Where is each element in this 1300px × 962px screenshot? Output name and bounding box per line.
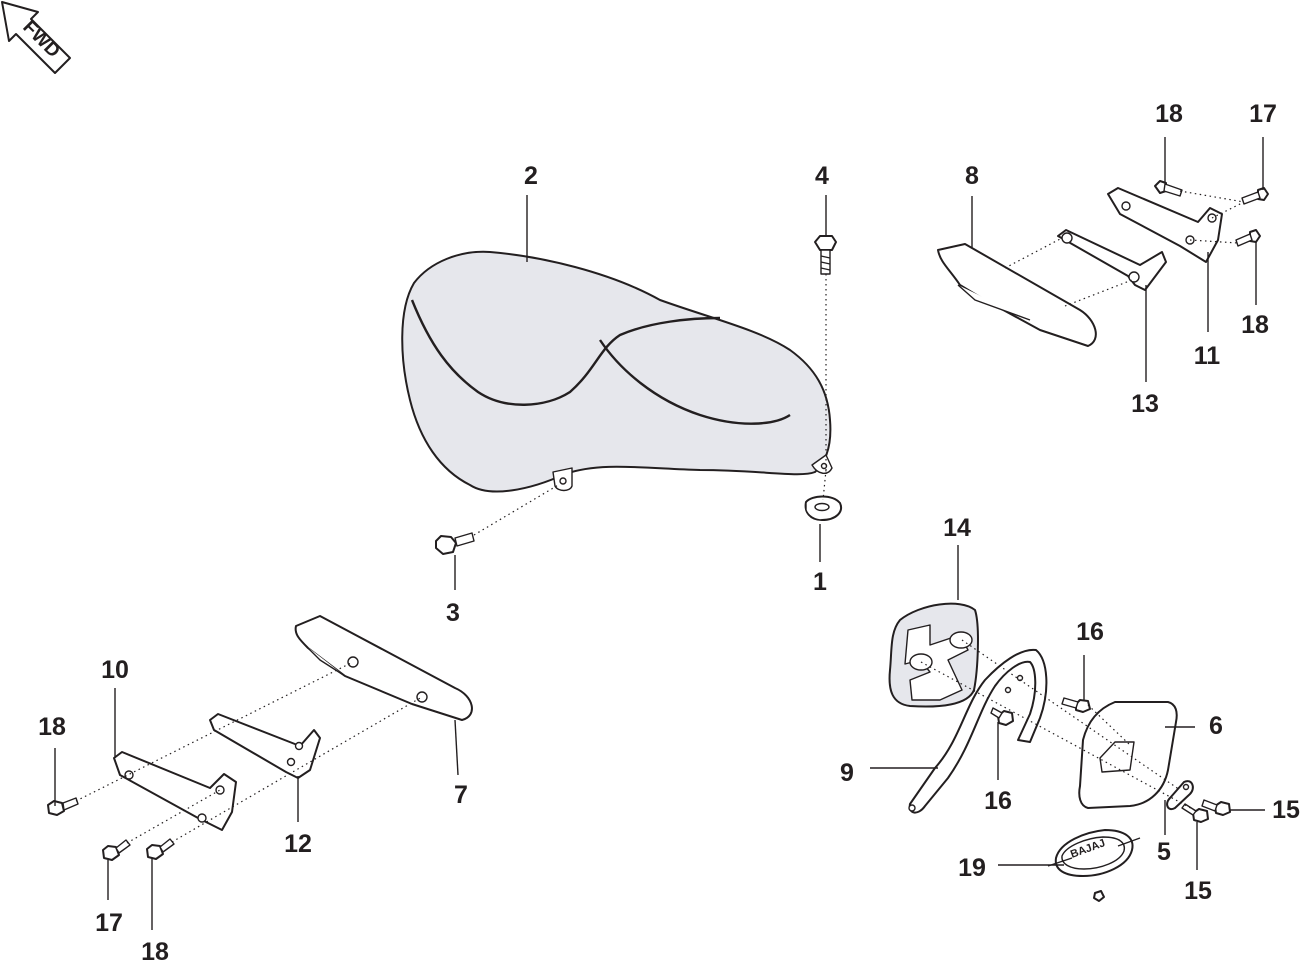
bolt-15-bottom bbox=[1181, 803, 1209, 823]
bolt-4 bbox=[814, 235, 837, 275]
callout-1: 1 bbox=[813, 568, 827, 596]
callout-13: 13 bbox=[1131, 390, 1159, 418]
callout-18-left: 18 bbox=[38, 713, 66, 741]
callout-15-right: 15 bbox=[1272, 796, 1300, 824]
clamp-5 bbox=[1166, 780, 1194, 810]
bolt-3 bbox=[435, 532, 475, 555]
bolt-17-bottom bbox=[102, 839, 131, 861]
backing-plate bbox=[1078, 701, 1178, 809]
callout-15-bottom: 15 bbox=[1184, 877, 1212, 905]
bolt-18-right bbox=[1235, 229, 1261, 247]
callout-17-top: 17 bbox=[1249, 100, 1277, 128]
callout-18-right: 18 bbox=[1241, 311, 1269, 339]
bracket-12 bbox=[209, 713, 321, 779]
bolt-18-top bbox=[1154, 180, 1183, 197]
callout-3: 3 bbox=[446, 599, 460, 627]
callout-14: 14 bbox=[943, 514, 971, 542]
callouts: 1 2 3 4 5 6 7 8 9 10 11 12 13 14 15 15 1… bbox=[38, 100, 1300, 962]
bolt-15-right bbox=[1201, 799, 1231, 816]
callout-6: 6 bbox=[1209, 712, 1223, 740]
callout-8: 8 bbox=[965, 162, 979, 190]
callout-7: 7 bbox=[454, 781, 468, 809]
bolt-16-top bbox=[1061, 697, 1091, 713]
assembly-lines bbox=[75, 190, 1245, 844]
callout-17-bottom: 17 bbox=[95, 909, 123, 937]
bracket-10 bbox=[113, 751, 237, 831]
callout-5: 5 bbox=[1157, 838, 1171, 866]
callout-2: 2 bbox=[524, 162, 538, 190]
callout-11: 11 bbox=[1194, 342, 1221, 370]
callout-18-bottom: 18 bbox=[141, 938, 169, 962]
callout-10: 10 bbox=[101, 656, 129, 684]
bolt-18-left bbox=[47, 797, 79, 816]
backrest-frame bbox=[908, 648, 1048, 814]
bracket-13 bbox=[1057, 229, 1167, 291]
bolt-18-bottom bbox=[146, 838, 175, 860]
leader-lines bbox=[54, 137, 1265, 930]
callout-19: 19 bbox=[958, 854, 986, 882]
callout-16-bottom: 16 bbox=[984, 787, 1012, 815]
bracket-11 bbox=[1107, 187, 1223, 263]
bracket-8 bbox=[937, 243, 1097, 347]
backrest-pad bbox=[888, 602, 979, 708]
callout-9: 9 bbox=[840, 759, 854, 787]
callout-18-top: 18 bbox=[1155, 100, 1183, 128]
callout-16-top: 16 bbox=[1076, 618, 1104, 646]
seat bbox=[401, 250, 833, 493]
callout-12: 12 bbox=[284, 830, 312, 858]
bracket-7 bbox=[294, 615, 473, 721]
fwd-arrow-icon: FWD bbox=[1, 1, 71, 74]
bolt-16-bottom bbox=[990, 707, 1014, 726]
washer bbox=[804, 495, 842, 521]
bajaj-logo-badge: BAJAJ bbox=[1047, 829, 1141, 902]
bolt-17-top bbox=[1241, 187, 1269, 205]
callout-4: 4 bbox=[815, 162, 829, 190]
